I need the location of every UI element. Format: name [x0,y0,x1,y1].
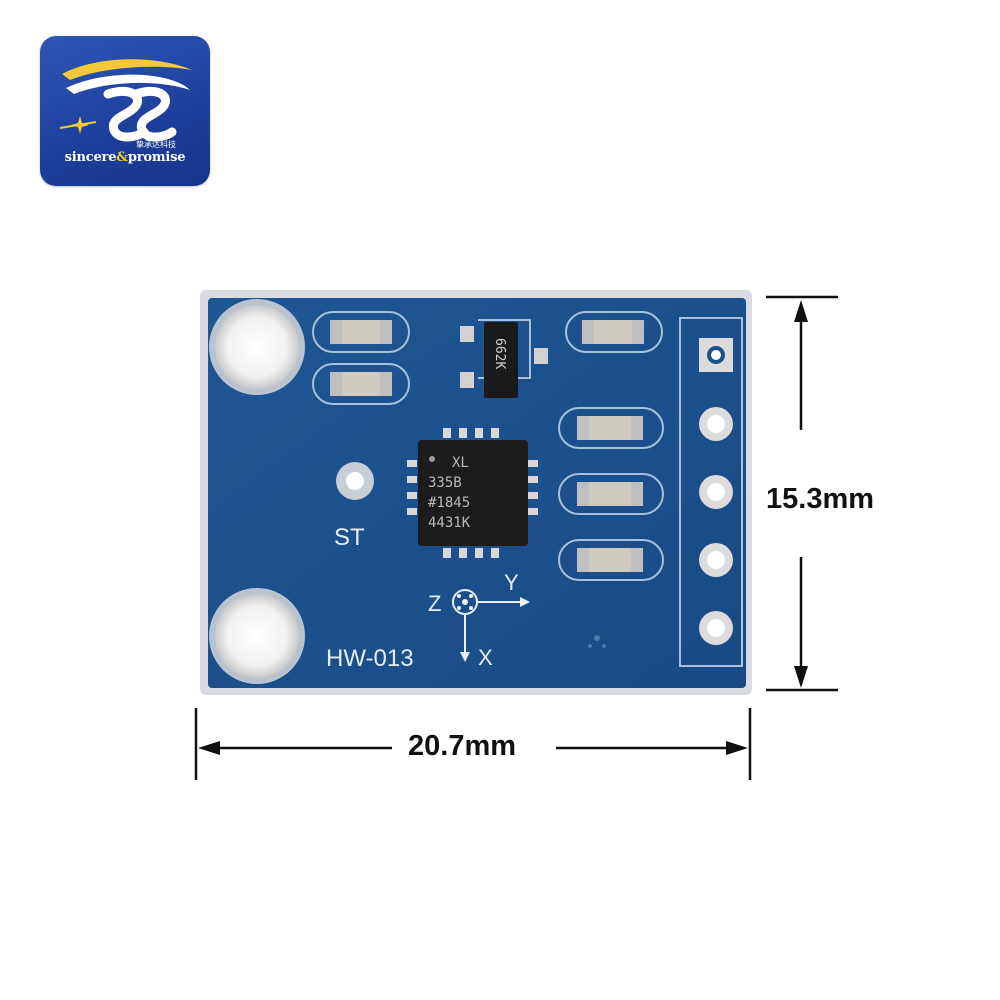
board-model-label: HW-013 [326,645,414,672]
pin-header [679,317,743,667]
axis-label-y: Y [504,570,519,595]
axis-label-x: X [478,645,493,670]
pin-header-pad-4 [699,543,733,577]
via-cluster [588,635,606,648]
smd-component-c5 [558,473,664,515]
width-dimension-line [194,708,752,780]
logo-brand-left: sincere [64,150,117,165]
self-test-pad [336,462,374,500]
chip-marking-line-3: #1845 [428,495,470,511]
logo-brand-text: sincere&promise [40,150,210,165]
axis-label-z: Z [428,591,441,616]
self-test-label: ST [334,524,365,551]
regulator-marking: 662K [492,338,507,369]
accelerometer-chip: XL 335B #1845 4431K [407,428,538,558]
logo-brand-amp: & [116,150,128,165]
width-dimension-label: 20.7mm [408,730,517,763]
axis-indicator [452,589,530,662]
chip-marking-line-4: 4431K [428,515,471,531]
mounting-hole-top [209,299,305,395]
smd-component-c2 [312,363,410,405]
smd-component-c1 [312,311,410,353]
chip-marking-line-2: 335B [428,475,462,491]
chip-marking-line-1: XL [452,455,469,471]
logo-mark-icon [59,59,192,142]
company-logo: 挚承达科技 sincere&promise [40,36,210,186]
smd-component-c3 [565,311,663,353]
logo-chinese-text: 挚承达科技 [136,140,176,149]
pin-header-pad-3 [699,475,733,509]
pin-header-pad-5 [699,611,733,645]
logo-brand-right: promise [127,150,186,165]
smd-component-c6 [558,539,664,581]
pin-header-pad-2 [699,407,733,441]
voltage-regulator: 662K [460,319,548,398]
height-dimension-label: 15.3mm [766,483,875,516]
height-dimension-line [766,295,838,692]
mounting-hole-bottom [209,588,305,684]
smd-component-c4 [558,407,664,449]
pin-header-pad-1 [699,338,733,372]
